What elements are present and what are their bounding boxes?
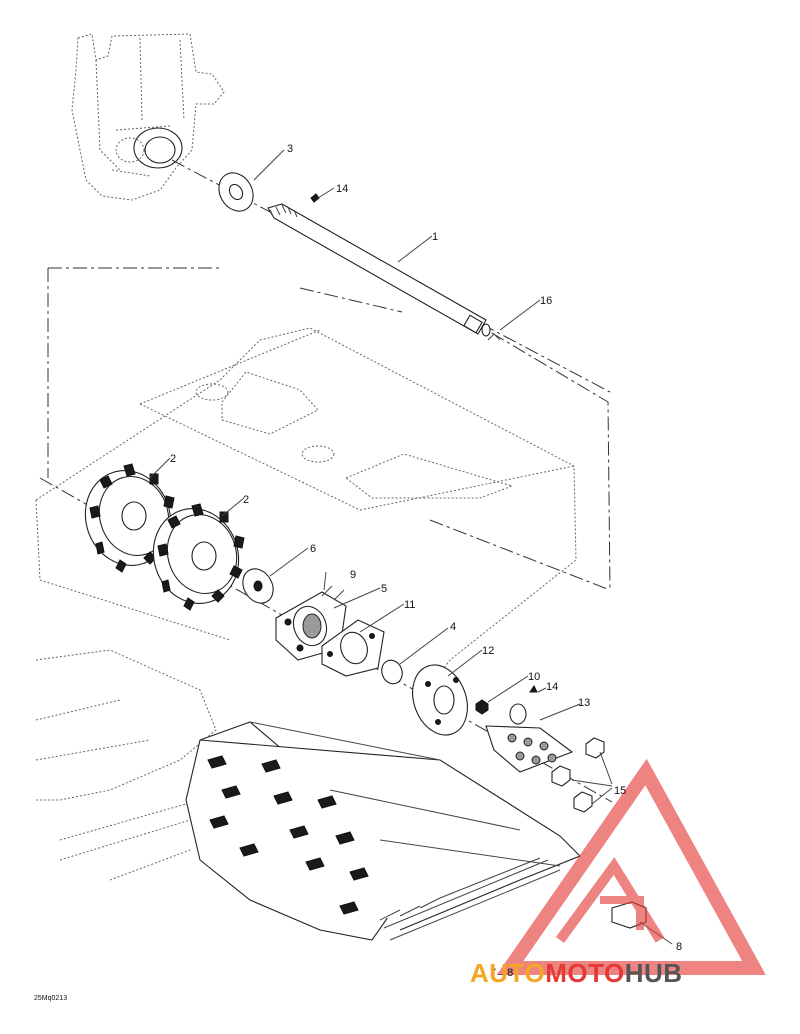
bearing-housing <box>321 619 385 677</box>
callout-14: 14 <box>546 681 558 693</box>
drive-axle <box>267 203 491 337</box>
spacer <box>242 568 274 604</box>
key <box>529 685 538 693</box>
bracket <box>485 703 574 773</box>
callout-16: 16 <box>540 295 552 307</box>
callouts: 1 2 2 3 4 5 6 7→8 8 9 10 11 12 13 14 14 … <box>170 143 682 979</box>
callout-10: 10 <box>528 671 540 683</box>
callout-15: 15 <box>614 785 626 797</box>
drive-sprocket <box>152 503 245 611</box>
drive-track <box>185 721 581 941</box>
chassis-tunnel <box>35 327 577 881</box>
callout-9: 9 <box>350 569 356 581</box>
callout-4: 4 <box>450 621 456 633</box>
callout-8: 8 <box>676 941 682 953</box>
flange-plate <box>412 664 468 736</box>
callout-12: 12 <box>482 645 494 657</box>
callout-3: 3 <box>287 143 293 155</box>
callout-13: 13 <box>578 697 590 709</box>
callout-11: 11 <box>404 599 415 611</box>
callout-2: 2 <box>243 494 249 506</box>
watermark-logo <box>496 758 766 975</box>
o-ring <box>381 659 403 685</box>
callout-5: 5 <box>381 583 387 595</box>
callout-7-8: 7→8 <box>490 967 513 979</box>
lock-nut <box>551 737 605 813</box>
callout-14: 14 <box>336 183 348 195</box>
thrust-washer <box>218 172 254 212</box>
watermark-word-auto: AUTO <box>470 958 545 988</box>
drive-sprocket <box>84 463 175 573</box>
nut <box>475 699 489 715</box>
figure-code: 25Mq0213 <box>34 995 67 1002</box>
callout-1: 1 <box>432 231 438 243</box>
watermark-text: AUTOMOTOHUB <box>470 958 683 988</box>
watermark-word-moto: MOTO <box>545 958 625 988</box>
callout-6: 6 <box>310 543 316 555</box>
gearbox-housing <box>71 33 225 201</box>
watermark-word-hub: HUB <box>625 958 683 988</box>
callout-2: 2 <box>170 453 176 465</box>
watermark-triangle <box>496 758 766 975</box>
